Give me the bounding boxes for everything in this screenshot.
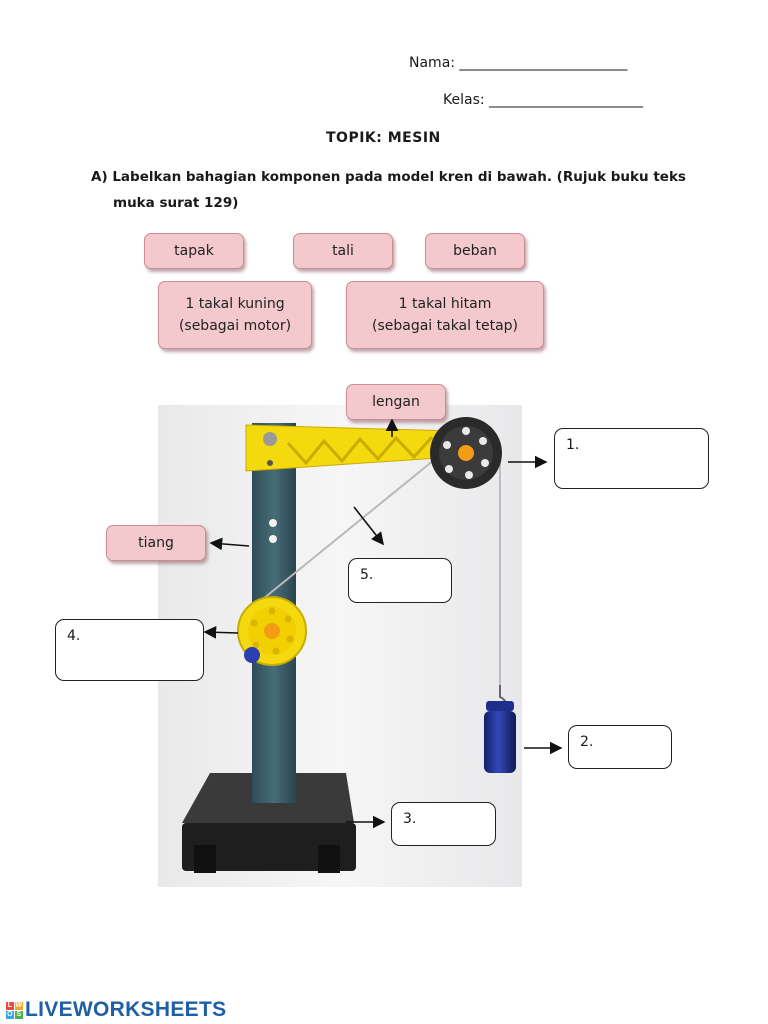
answer-box-5[interactable]: 5.: [348, 558, 452, 603]
chip-tali[interactable]: tali: [293, 233, 393, 269]
chip-takal-hitam-line2: (sebagai takal tetap): [371, 318, 518, 334]
liveworksheets-logo[interactable]: L W O S LIVEWORKSHEETS: [6, 998, 226, 1022]
liveworksheets-brand-text: LIVEWORKSHEETS: [25, 998, 227, 1021]
chip-takal-hitam-line1: 1 takal hitam: [398, 296, 492, 312]
answer-box-5-number: 5.: [360, 567, 374, 583]
logo-letter-w: W: [15, 1001, 23, 1010]
label-tiang: tiang: [106, 525, 206, 561]
answer-box-4-number: 4.: [67, 628, 81, 644]
class-field-label: Kelas: ______________________: [443, 92, 644, 108]
answer-box-2[interactable]: 2.: [568, 725, 672, 769]
logo-letter-s: S: [15, 1010, 23, 1019]
answer-box-2-number: 2.: [580, 734, 594, 750]
answer-box-4[interactable]: 4.: [55, 619, 204, 681]
answer-box-3[interactable]: 3.: [391, 802, 496, 846]
answer-input-4[interactable]: [86, 628, 195, 645]
answer-input-1[interactable]: [585, 437, 700, 454]
question-line-1: A) Labelkan bahagian komponen pada model…: [91, 169, 686, 185]
page-title: TOPIK: MESIN: [326, 130, 441, 146]
chip-takal-hitam[interactable]: 1 takal hitam (sebagai takal tetap): [346, 281, 544, 349]
answer-box-1-number: 1.: [566, 437, 580, 453]
chip-takal-kuning[interactable]: 1 takal kuning (sebagai motor): [158, 281, 312, 349]
liveworksheets-logo-icon: L W O S: [6, 1001, 23, 1019]
answer-box-3-number: 3.: [403, 811, 417, 827]
chip-tapak[interactable]: tapak: [144, 233, 244, 269]
crane-model-image: [158, 405, 522, 887]
chip-takal-kuning-line2: (sebagai motor): [178, 318, 292, 334]
chip-beban[interactable]: beban: [425, 233, 525, 269]
name-field-label: Nama: ________________________: [409, 55, 628, 71]
answer-input-5[interactable]: [379, 567, 443, 584]
logo-letter-o: O: [6, 1010, 14, 1019]
chip-takal-kuning-line1: 1 takal kuning: [185, 296, 285, 312]
question-line-2: muka surat 129): [113, 195, 239, 211]
logo-letter-l: L: [6, 1001, 14, 1010]
answer-input-2[interactable]: [599, 734, 663, 751]
label-lengan: lengan: [346, 384, 446, 420]
answer-input-3[interactable]: [422, 811, 487, 828]
answer-box-1[interactable]: 1.: [554, 428, 709, 489]
